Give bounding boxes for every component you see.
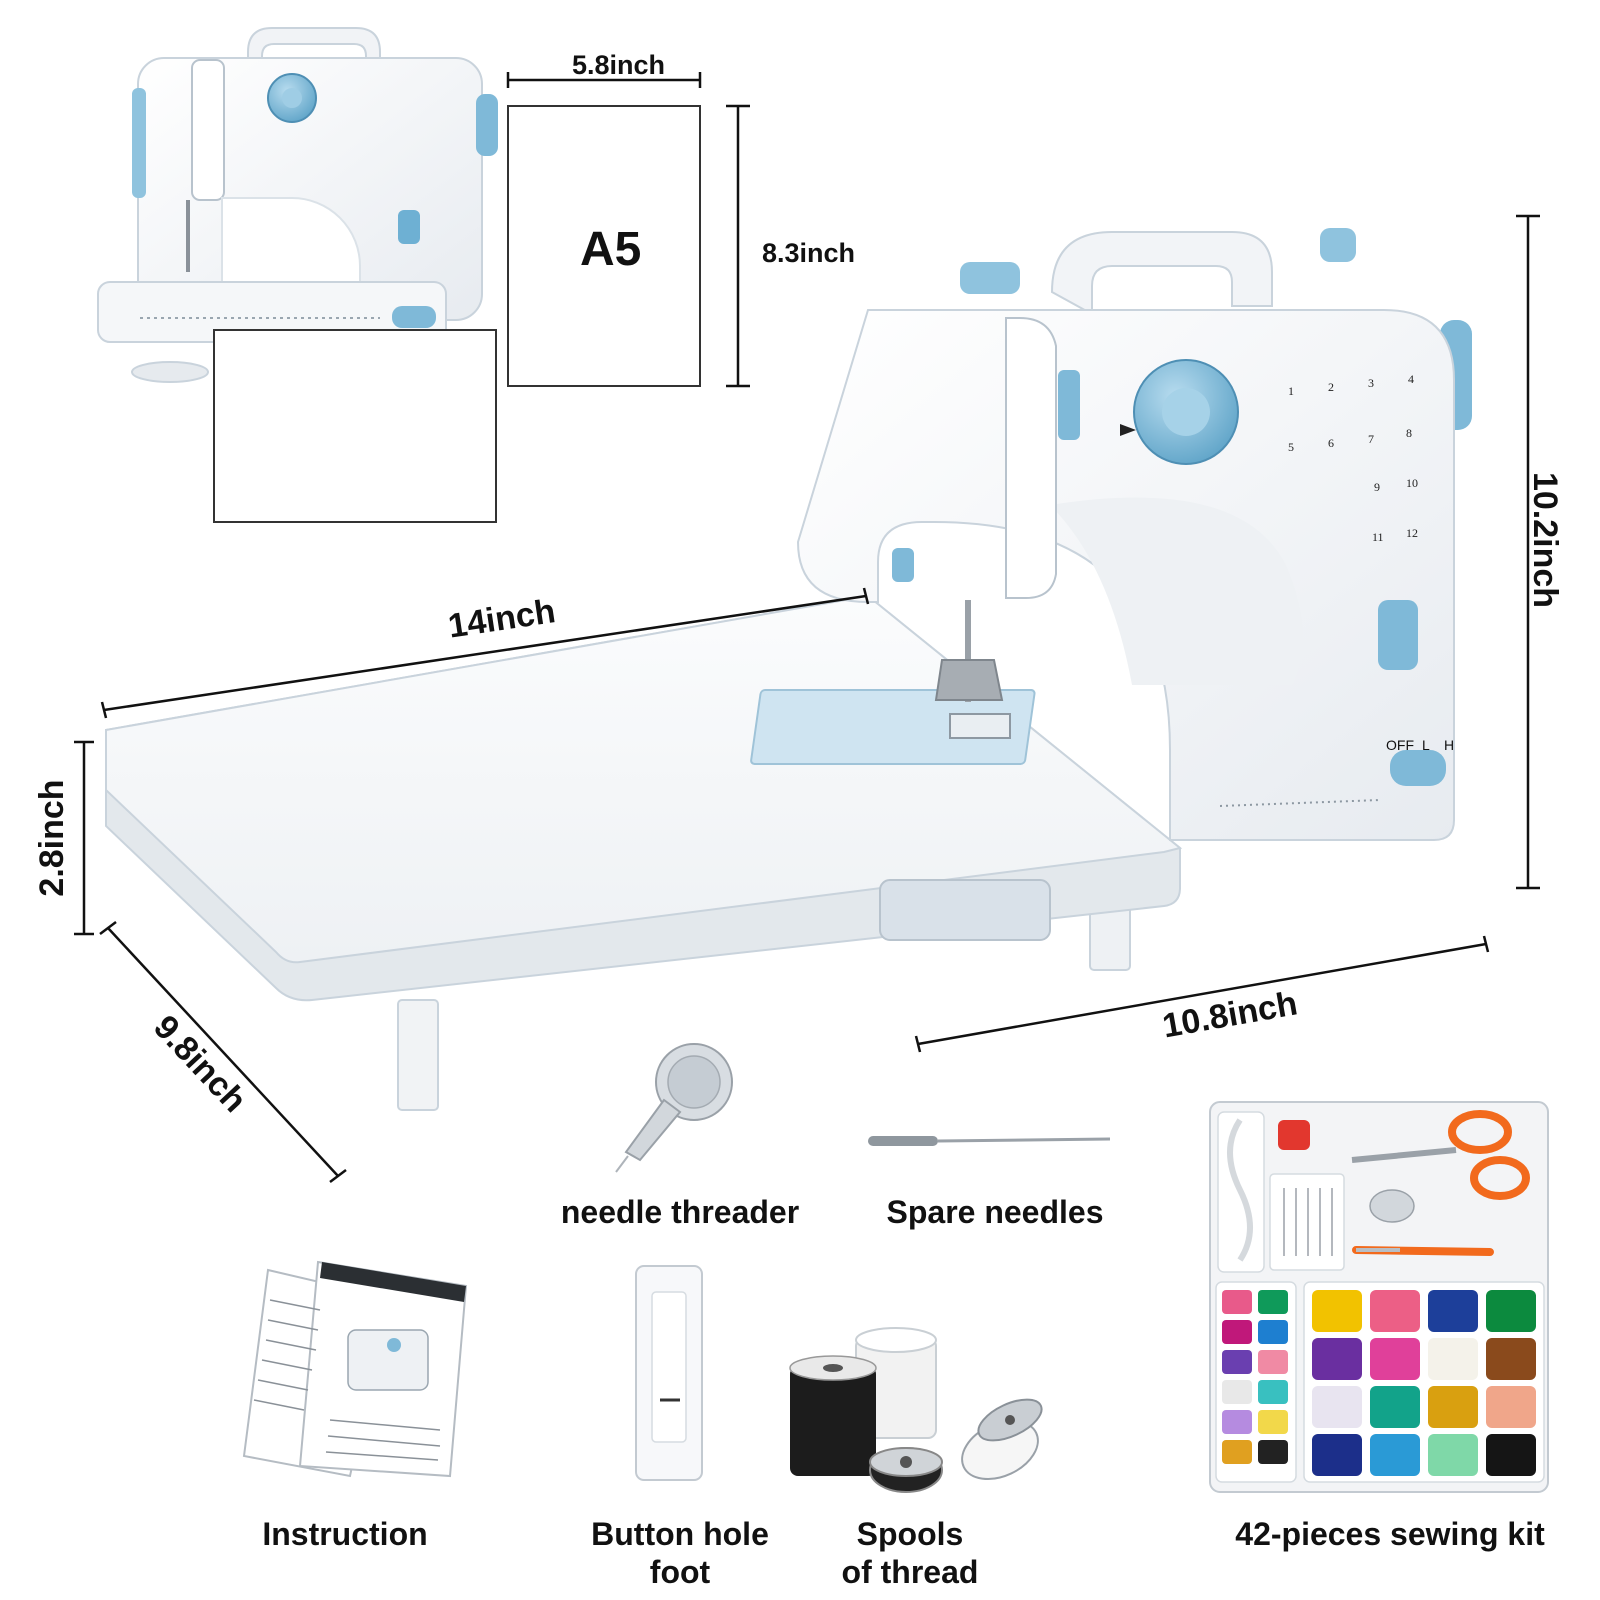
spare-needles-caption: Spare needles	[886, 1194, 1104, 1230]
instruction-manual-image	[242, 1260, 468, 1478]
stitch-number: 11	[1372, 530, 1384, 544]
main-sewing-machine-image	[750, 228, 1472, 941]
table-height-label: 2.8inch	[33, 779, 71, 897]
small-sewing-machine-image	[97, 27, 498, 383]
main-dimension-lines	[74, 214, 1540, 1183]
machine-height-label: 10.2inch	[1526, 471, 1564, 609]
button-hole-foot-caption: Button hole foot	[560, 1518, 800, 1588]
stitch-number: 12	[1406, 526, 1418, 540]
a5-height-label: 8.3inch	[762, 238, 856, 268]
stitch-number: 7	[1368, 432, 1374, 446]
a5-paper-outline	[507, 105, 701, 387]
button-hole-foot-caption-line2: foot	[649, 1554, 711, 1590]
stitch-number: 6	[1328, 436, 1334, 450]
a5-width-label: 5.8inch	[572, 50, 666, 80]
needle-threader-caption: needle threader	[560, 1194, 800, 1230]
kit-small-bobbins	[1222, 1290, 1288, 1464]
needle-threader-image	[615, 1043, 733, 1173]
kit-thread-spools	[1312, 1290, 1536, 1476]
stitch-number: 3	[1368, 376, 1374, 390]
stitch-number: 4	[1408, 372, 1414, 386]
stitch-number: 1	[1288, 384, 1294, 398]
spools-caption-line2: of thread	[841, 1554, 979, 1590]
switch-label-high: H	[1444, 737, 1455, 753]
spare-needle-image	[868, 1136, 1111, 1146]
a5-dimension-lines	[506, 72, 750, 388]
buttonhole-foot-image	[635, 1265, 703, 1481]
stitch-number: 10	[1406, 476, 1418, 490]
instruction-caption: Instruction	[262, 1516, 428, 1552]
stitch-number: 2	[1328, 380, 1334, 394]
stitch-number: 9	[1374, 480, 1380, 494]
sewing-kit-image	[1209, 1101, 1549, 1493]
switch-label-low: L	[1422, 737, 1430, 753]
stitch-number: 8	[1406, 426, 1412, 440]
spools-caption-line1: Spools	[856, 1516, 964, 1552]
thread-spools-image	[789, 1327, 1043, 1493]
extension-table-image	[105, 594, 1183, 1111]
switch-label-off: OFF	[1386, 737, 1414, 753]
spools-caption: Spools of thread	[800, 1518, 1020, 1588]
size-reference-card	[213, 329, 497, 523]
button-hole-foot-caption-line1: Button hole	[591, 1516, 769, 1552]
sewing-kit-caption: 42-pieces sewing kit	[1235, 1516, 1545, 1552]
a5-paper-label: A5	[580, 223, 642, 276]
stitch-number: 5	[1288, 440, 1294, 454]
